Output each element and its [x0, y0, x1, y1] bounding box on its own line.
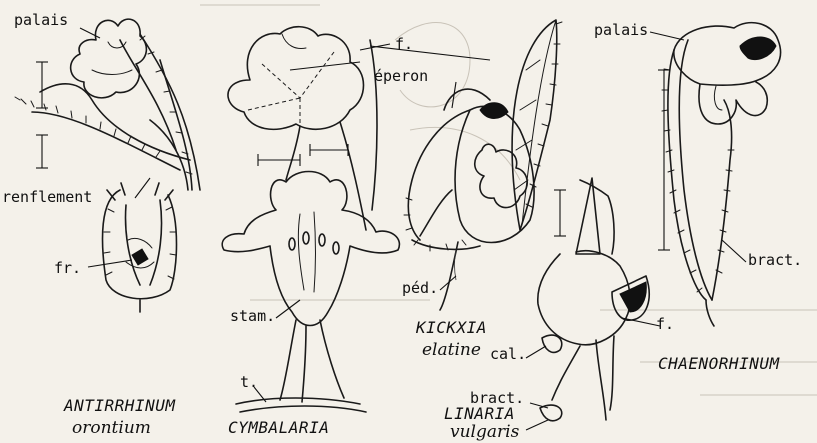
label-eperon: éperon: [374, 68, 428, 85]
label-stamens: stam.: [230, 308, 275, 325]
label-f-kickxia: f.: [395, 36, 413, 53]
chaenorhinum-flower-drawing: [622, 23, 781, 326]
label-palais-chaenorhinum: palais: [594, 22, 648, 39]
taxon-kickxia-genus: KICKXIA: [416, 318, 487, 337]
taxon-antirrhinum-species: orontium: [72, 418, 151, 438]
label-calyx: cal.: [490, 346, 526, 363]
taxon-kickxia-species: elatine: [422, 340, 481, 360]
taxon-linaria-genus: LINARIA: [444, 404, 515, 423]
label-pedicel: péd.: [402, 280, 438, 297]
taxon-chaenorhinum-genus: CHAENORHINUM: [658, 354, 780, 373]
label-f-linaria: f.: [656, 316, 674, 333]
cymbalaria-flower-drawing: [222, 27, 399, 412]
label-fruit: fr.: [54, 260, 81, 277]
linaria-flower-drawing: [526, 178, 649, 430]
taxon-antirrhinum-genus: ANTIRRHINUM: [64, 396, 175, 415]
label-bract-chaenorhinum: bract.: [748, 252, 802, 269]
kickxia-flower-drawing: [370, 20, 562, 310]
label-renflement: renflement: [2, 189, 92, 206]
taxon-linaria-species: vulgaris: [450, 422, 519, 442]
label-palais-antirrhinum: palais: [14, 12, 68, 29]
label-t: t.: [240, 374, 258, 391]
taxon-cymbalaria-genus: CYMBALARIA: [228, 418, 329, 437]
antirrhinum-flower-drawing: [15, 19, 200, 312]
